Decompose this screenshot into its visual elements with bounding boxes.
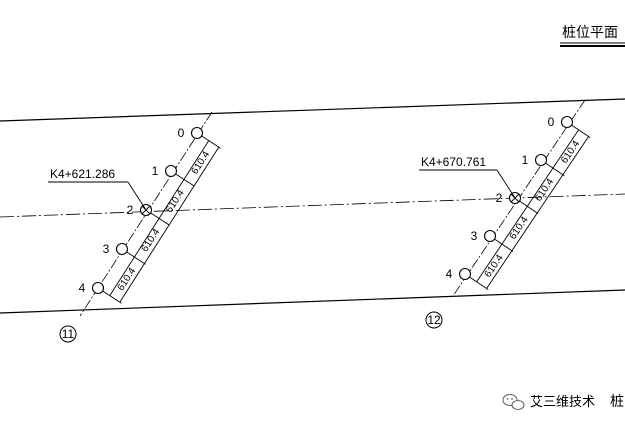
pier-number-text: 11: [62, 327, 75, 341]
pile-2: 2: [127, 203, 153, 217]
pier-number: 11: [59, 325, 77, 343]
dimension-extension-tick: [102, 290, 122, 304]
pile-number-label: 4: [79, 281, 86, 295]
pile-0: 0: [178, 126, 204, 140]
dimension-extension-tick: [571, 124, 591, 139]
dimension-extension-tick: [201, 135, 221, 149]
dimension-line: [476, 129, 579, 283]
sheet-title: 桩位平面: [562, 24, 618, 41]
pile-circle: [91, 281, 105, 295]
pier-number-circle: [425, 311, 443, 329]
pile-spacing-label: 610.4: [115, 266, 138, 293]
dimension-extension-tick: [469, 276, 489, 291]
pile-circle: [560, 115, 574, 129]
pier-number-text: 12: [427, 313, 441, 327]
dimension-line-outer: [486, 136, 589, 289]
pile-number-label: 0: [548, 115, 555, 129]
pile-1: 1: [152, 164, 178, 178]
pile-circle: [115, 242, 129, 256]
dimension-extension-tick: [150, 212, 170, 226]
pile-circle: [534, 153, 548, 167]
pile-0: 0: [548, 115, 574, 129]
pile-4: 4: [446, 267, 472, 281]
pile-number-label: 1: [152, 164, 159, 178]
road-top-edge: [0, 98, 625, 122]
road-bottom-edge: [0, 289, 625, 314]
dimension-extension-tick: [175, 173, 195, 187]
dimension-extension-tick: [545, 162, 565, 177]
watermark: 艾三维技术: [502, 393, 595, 411]
sheet-title-bottom: 桩: [610, 393, 624, 410]
dimension-extension-tick: [494, 238, 514, 253]
stations-layer: 610.4610.4610.4610.401234K4+621.28611610…: [48, 99, 591, 343]
station-chainage-label: K4+621.286: [50, 167, 115, 181]
wechat-icon: [502, 393, 525, 411]
station-chainage-label: K4+670.761: [421, 155, 486, 169]
station-callout-leader: [127, 181, 147, 211]
pile-number-label: 3: [103, 242, 110, 256]
pile-spacing-label: 610.4: [483, 252, 506, 279]
dimension-extension-tick: [519, 200, 539, 215]
pile-number-label: 4: [446, 267, 453, 281]
pile-4: 4: [79, 281, 105, 295]
pile-number-label: 2: [127, 203, 134, 217]
pier-number-circle: [59, 325, 77, 343]
road-centerline: [0, 193, 625, 218]
pile-3: 3: [471, 229, 497, 243]
pile-spacing-label: 610.4: [164, 188, 187, 215]
pile-circle: [164, 164, 178, 178]
pile-number-label: 1: [522, 153, 529, 167]
watermark-text: 艾三维技术: [530, 395, 595, 410]
pile-number-label: 3: [471, 229, 478, 243]
pile-1: 1: [522, 153, 548, 167]
pile-circle: [483, 229, 497, 243]
station-callout-leader: [496, 169, 516, 199]
dimension-extension-tick: [126, 251, 146, 265]
pile-3: 3: [103, 242, 129, 256]
pile-circle: [458, 267, 472, 281]
pile-number-label: 0: [178, 126, 185, 140]
pile-number-label: 2: [496, 191, 503, 205]
pile-spacing-label: 610.4: [559, 138, 582, 165]
pier-number: 12: [425, 311, 443, 329]
pile-circle: [190, 126, 204, 140]
